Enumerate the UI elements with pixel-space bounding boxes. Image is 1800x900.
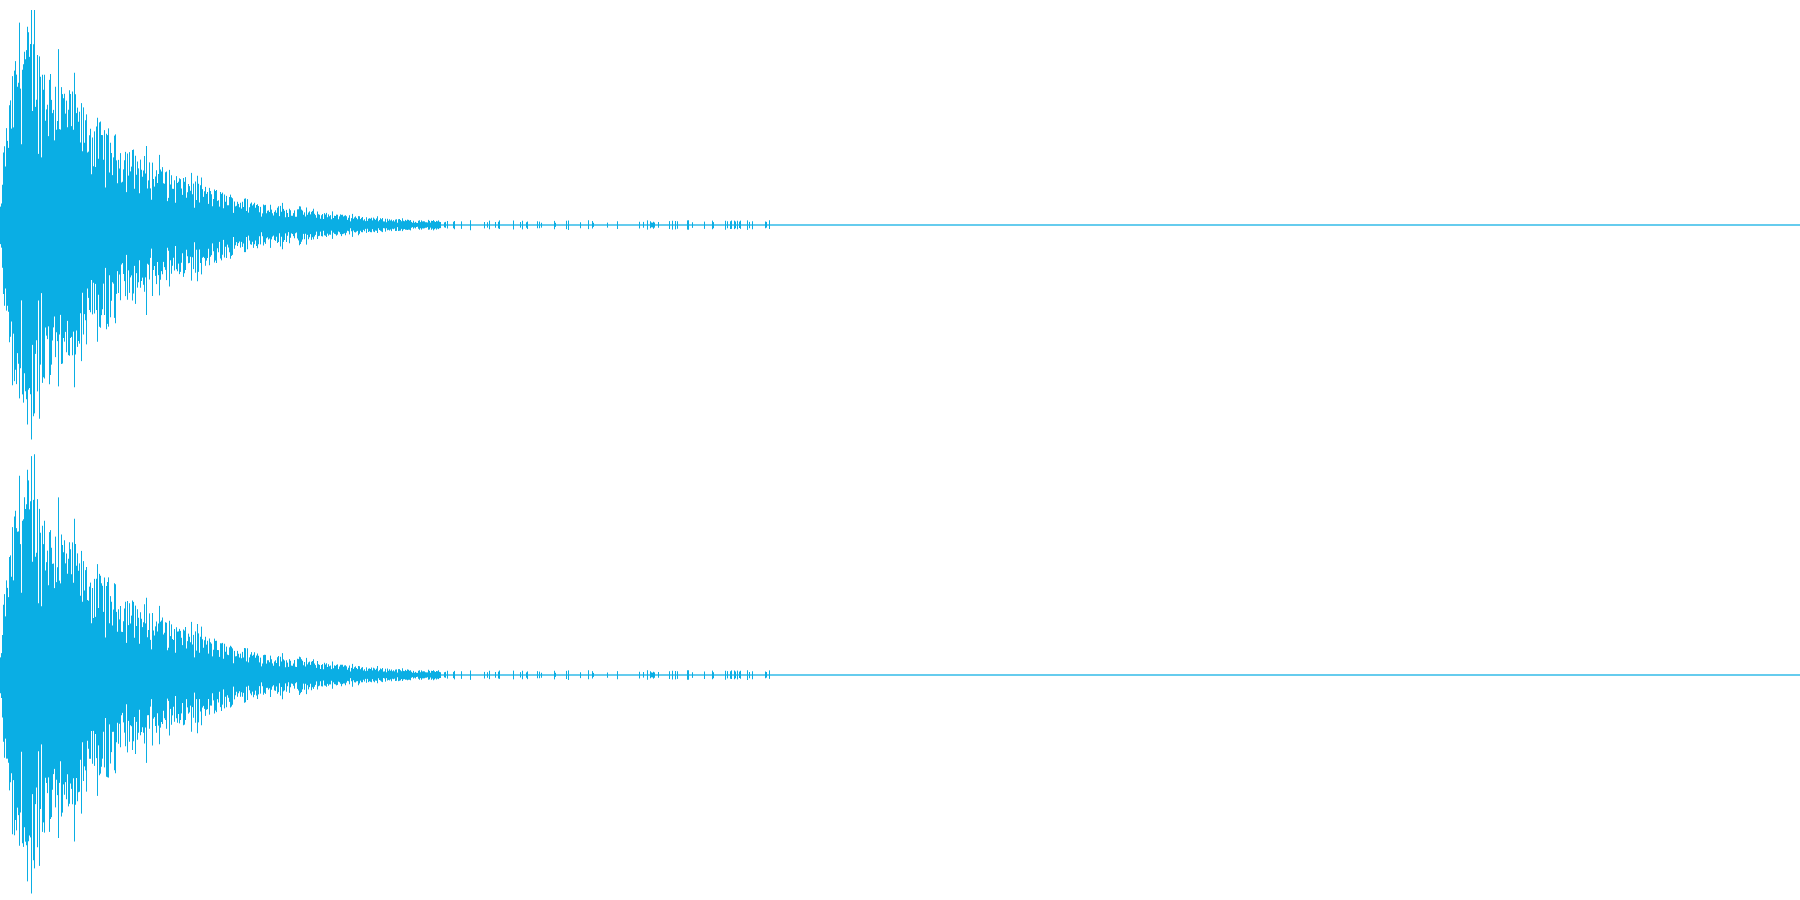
waveform-path xyxy=(0,10,770,440)
left-channel-waveform[interactable] xyxy=(0,10,1800,440)
right-channel-waveform[interactable] xyxy=(0,454,1800,894)
waveform-path xyxy=(0,454,770,894)
